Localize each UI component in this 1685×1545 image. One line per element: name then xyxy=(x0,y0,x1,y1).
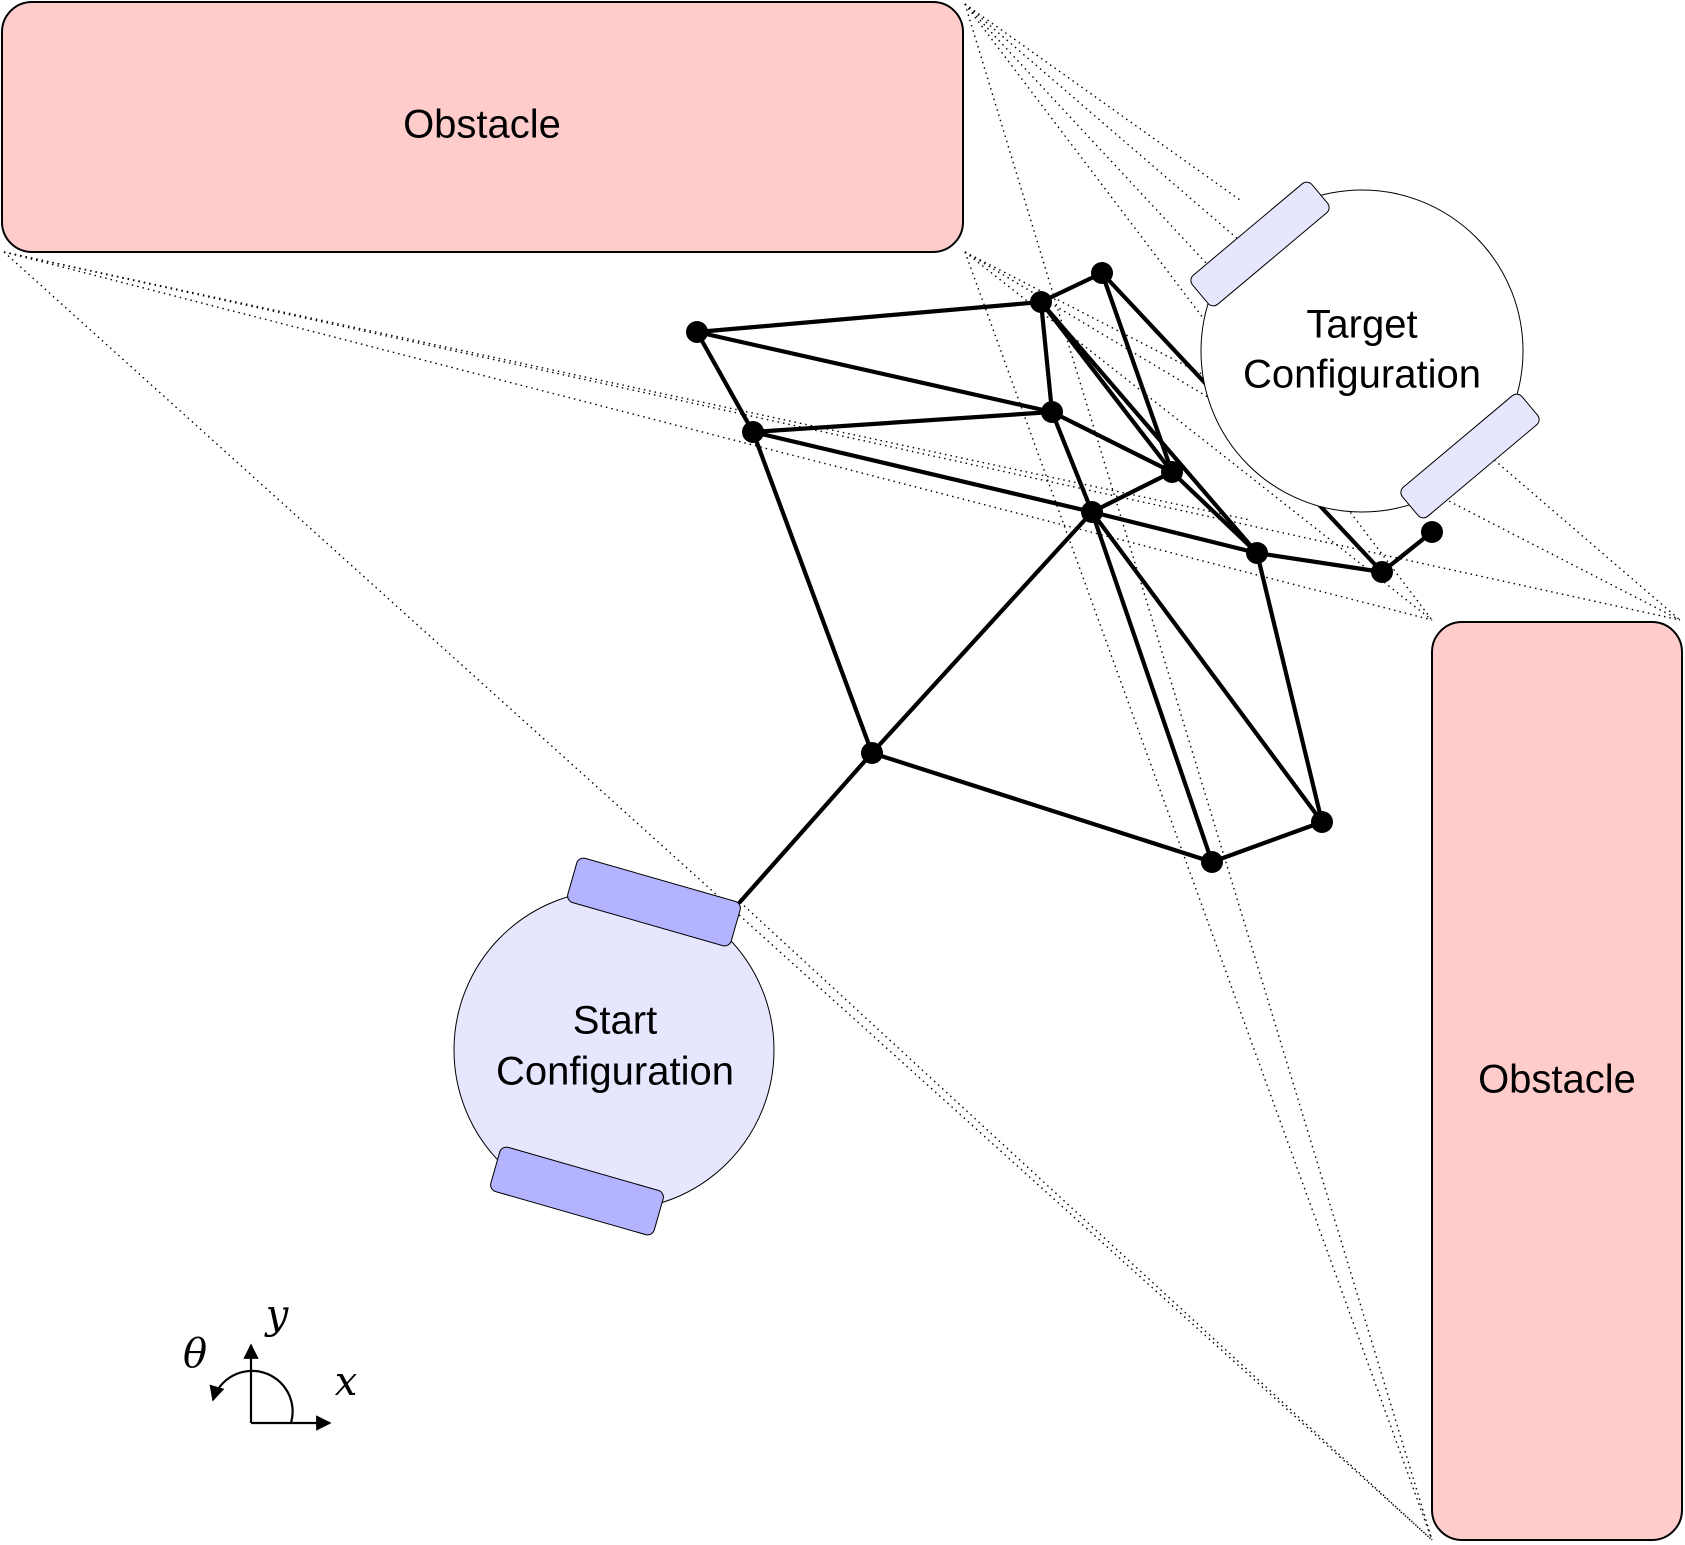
roadmap-node xyxy=(1371,561,1393,583)
obstacle-right-label: Obstacle xyxy=(1478,1058,1636,1102)
roadmap-edge xyxy=(1089,509,1260,556)
roadmap-node xyxy=(1091,262,1113,284)
roadmap-nodes xyxy=(686,262,1443,873)
target-label-line1: Target xyxy=(1306,303,1417,347)
roadmap-node xyxy=(742,421,764,443)
start-robot-wheel-upper xyxy=(567,857,741,947)
roadmap-edge xyxy=(694,299,1044,335)
roadmap-edge xyxy=(1038,299,1055,415)
roadmap-edge xyxy=(1099,270,1175,475)
x-label: x xyxy=(335,1359,358,1405)
dotted-sightline xyxy=(964,3,1433,621)
target-robot-wheel-upper xyxy=(1190,181,1330,307)
roadmap-edge xyxy=(1089,509,1325,825)
roadmap-edge xyxy=(694,329,1055,415)
roadmap-node xyxy=(1081,501,1103,523)
roadmap-edge xyxy=(1049,409,1175,475)
roadmap-node xyxy=(1030,291,1052,313)
roadmap-node xyxy=(1311,811,1333,833)
dotted-sightline xyxy=(3,251,1433,621)
roadmap-node xyxy=(1421,521,1443,543)
roadmap-edges xyxy=(694,270,1435,905)
target-label-line2: Configuration xyxy=(1243,353,1481,397)
roadmap-edge xyxy=(694,329,756,435)
theta-rotation-arrow xyxy=(209,1369,294,1424)
dotted-sightline xyxy=(739,901,1433,1541)
roadmap-node xyxy=(1246,542,1268,564)
roadmap-edge xyxy=(1089,469,1175,515)
roadmap-node xyxy=(1161,461,1183,483)
start-label-line1: Start xyxy=(573,999,657,1043)
roadmap-edge xyxy=(750,409,1055,435)
obstacle-top-label: Obstacle xyxy=(403,103,561,147)
dotted-sightline xyxy=(3,251,1251,521)
y-label: y xyxy=(264,1292,290,1338)
roadmap-edge xyxy=(1038,270,1105,305)
roadmap-edge xyxy=(1169,469,1260,556)
start-label-line2: Configuration xyxy=(496,1050,734,1094)
roadmap-node xyxy=(1201,851,1223,873)
roadmap-node xyxy=(861,742,883,764)
roadmap-edge xyxy=(869,750,1215,865)
target-configuration-robot: Target Configuration xyxy=(1190,181,1540,519)
start-configuration-robot: Start Configuration xyxy=(453,857,775,1236)
target-robot-body xyxy=(1200,189,1524,513)
dotted-sightline xyxy=(964,3,1241,201)
roadmap-edge xyxy=(1209,819,1325,865)
roadmap-edge xyxy=(1049,409,1095,515)
roadmap-edge xyxy=(1089,509,1215,865)
obstacle-top: Obstacle xyxy=(1,1,964,253)
roadmap-edge xyxy=(750,429,1095,515)
target-robot-wheel-lower xyxy=(1400,393,1540,519)
obstacle-right: Obstacle xyxy=(1431,621,1683,1541)
dotted-sightline xyxy=(964,3,1433,1541)
roadmap-edge xyxy=(1254,550,1325,825)
roadmap-edge xyxy=(1254,550,1385,575)
theta-label: θ xyxy=(183,1331,207,1377)
roadmap-node xyxy=(1041,401,1063,423)
roadmap-node xyxy=(686,321,708,343)
start-robot-wheel-lower xyxy=(490,1146,664,1236)
coordinate-axes: θ y x xyxy=(183,1292,358,1431)
roadmap-edge xyxy=(750,429,875,756)
roadmap-edge xyxy=(1038,299,1260,556)
roadmap-edge xyxy=(869,509,1095,756)
roadmap-edge xyxy=(737,750,875,905)
